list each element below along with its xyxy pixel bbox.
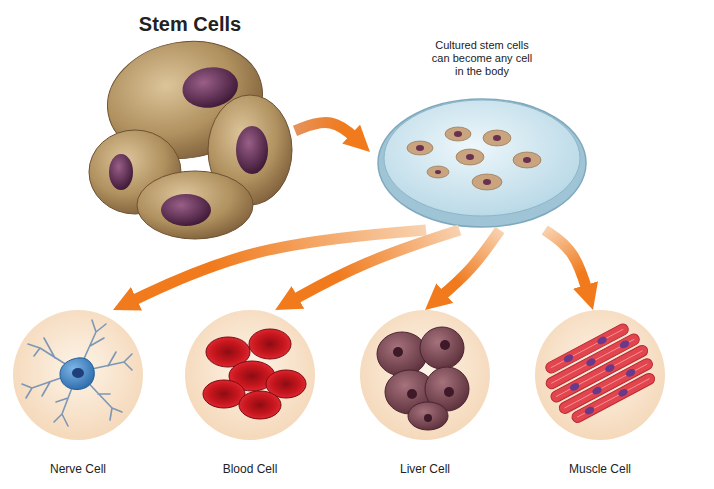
stem-cell-cluster-node: Stem Cells bbox=[85, 8, 295, 240]
flow-arrow bbox=[125, 230, 426, 304]
liver-cell-drawing-part bbox=[393, 340, 454, 422]
liver-cell-drawing-part-part bbox=[393, 347, 403, 357]
petri-dish-part-part bbox=[454, 131, 462, 137]
stem-cell-cluster bbox=[89, 29, 292, 239]
liver-cell-drawing-part-part bbox=[407, 389, 417, 399]
liver-cell-drawing-part-part bbox=[377, 332, 427, 376]
petri-dish-part-part bbox=[523, 157, 531, 163]
muscle-cell-drawing-part-part bbox=[604, 363, 616, 374]
blood-cell-drawing-part bbox=[249, 329, 291, 359]
petri-dish-part-part bbox=[445, 127, 471, 141]
petri-dish-part bbox=[378, 99, 586, 227]
blood-cell-drawing bbox=[203, 329, 306, 419]
petri-dish-part-part bbox=[407, 141, 433, 155]
stem-cell-cluster-part bbox=[137, 171, 253, 239]
nerve-cell-drawing-part bbox=[22, 320, 132, 426]
culture-dish-node: Cultured stem cells can become any cell … bbox=[370, 35, 594, 230]
muscle-cell-drawing-part bbox=[543, 326, 656, 421]
petri-dish-part-part bbox=[483, 130, 511, 146]
cell-type-circle: Muscle Cell bbox=[530, 310, 670, 480]
cell-type-circle: Liver Cell bbox=[355, 310, 495, 480]
petri-dish-part-part bbox=[456, 149, 484, 165]
petri-dish-part-part bbox=[435, 170, 441, 174]
liver-cell-drawing-part-part bbox=[444, 387, 454, 397]
nerve-cell-drawing bbox=[22, 320, 132, 426]
muscle-cell-drawing-part-part bbox=[618, 339, 630, 350]
cell-type-circle: Nerve Cell bbox=[8, 310, 148, 480]
node-label: Nerve Cell bbox=[50, 462, 106, 476]
petri-dish-part-part bbox=[472, 174, 502, 190]
cell-circle-part bbox=[535, 310, 665, 440]
petri-dish-part-part bbox=[416, 145, 424, 151]
cell-circle-part bbox=[360, 310, 490, 440]
muscle-cell-drawing-part bbox=[536, 319, 663, 429]
muscle-cell-drawing bbox=[536, 319, 663, 429]
muscle-cell-drawing-part bbox=[555, 327, 650, 417]
petri-dish-part-part bbox=[427, 166, 449, 178]
node-label: Liver Cell bbox=[400, 462, 450, 476]
stem-cell-cluster-part bbox=[236, 126, 268, 174]
flow-arrow bbox=[435, 230, 500, 302]
muscle-cell-drawing-part-part bbox=[585, 357, 597, 368]
stem-cell-cluster-part bbox=[109, 154, 133, 190]
flow-arrow bbox=[287, 230, 460, 304]
petri-dish-part bbox=[407, 127, 541, 190]
muscle-cell-drawing-part-part bbox=[617, 387, 629, 398]
nerve-cell-drawing-part bbox=[72, 368, 84, 378]
muscle-cell-drawing-part-part bbox=[596, 335, 608, 346]
diagram-heading: Stem Cells bbox=[139, 12, 241, 36]
node-label: Cultured stem cells can become any cell … bbox=[428, 39, 536, 78]
muscle-cell-drawing-part-part bbox=[562, 353, 574, 364]
petri-dish-part-part bbox=[513, 152, 541, 168]
petri-dish-part-part bbox=[493, 135, 501, 141]
cell-circle bbox=[13, 310, 665, 440]
flow-arrow bbox=[545, 230, 590, 298]
petri-dish-part-part bbox=[466, 154, 474, 160]
liver-cell-drawing-part bbox=[377, 327, 469, 430]
cell-circle-part bbox=[13, 310, 143, 440]
node-label: Blood Cell bbox=[223, 462, 278, 476]
liver-cell-drawing-part-part bbox=[408, 402, 448, 430]
nerve-cell-drawing-part bbox=[60, 358, 94, 390]
petri-dish-part-part bbox=[483, 179, 491, 185]
muscle-cell-drawing-part-part bbox=[543, 326, 656, 421]
muscle-cell-drawing-part-part bbox=[569, 381, 581, 392]
liver-cell-drawing-part-part bbox=[440, 340, 450, 350]
muscle-cell-drawing-part-part bbox=[583, 405, 595, 416]
flow-arrow bbox=[295, 123, 361, 144]
cell-type-circle: Blood Cell bbox=[180, 310, 320, 480]
petri-dish-part bbox=[416, 131, 531, 185]
petri-dish-part bbox=[384, 100, 580, 216]
muscle-cell-drawing-part-part bbox=[625, 367, 637, 378]
cell-circle-part bbox=[185, 310, 315, 440]
node-label: Muscle Cell bbox=[569, 462, 631, 476]
muscle-cell-drawing-part-part bbox=[591, 385, 603, 396]
stem-cell-cluster-part bbox=[161, 194, 211, 226]
liver-cell-drawing-part-part bbox=[420, 327, 464, 369]
blood-cell-drawing-part bbox=[239, 391, 281, 419]
liver-cell-drawing bbox=[377, 327, 469, 430]
liver-cell-drawing-part-part bbox=[424, 414, 432, 422]
petri-dish bbox=[378, 99, 586, 227]
